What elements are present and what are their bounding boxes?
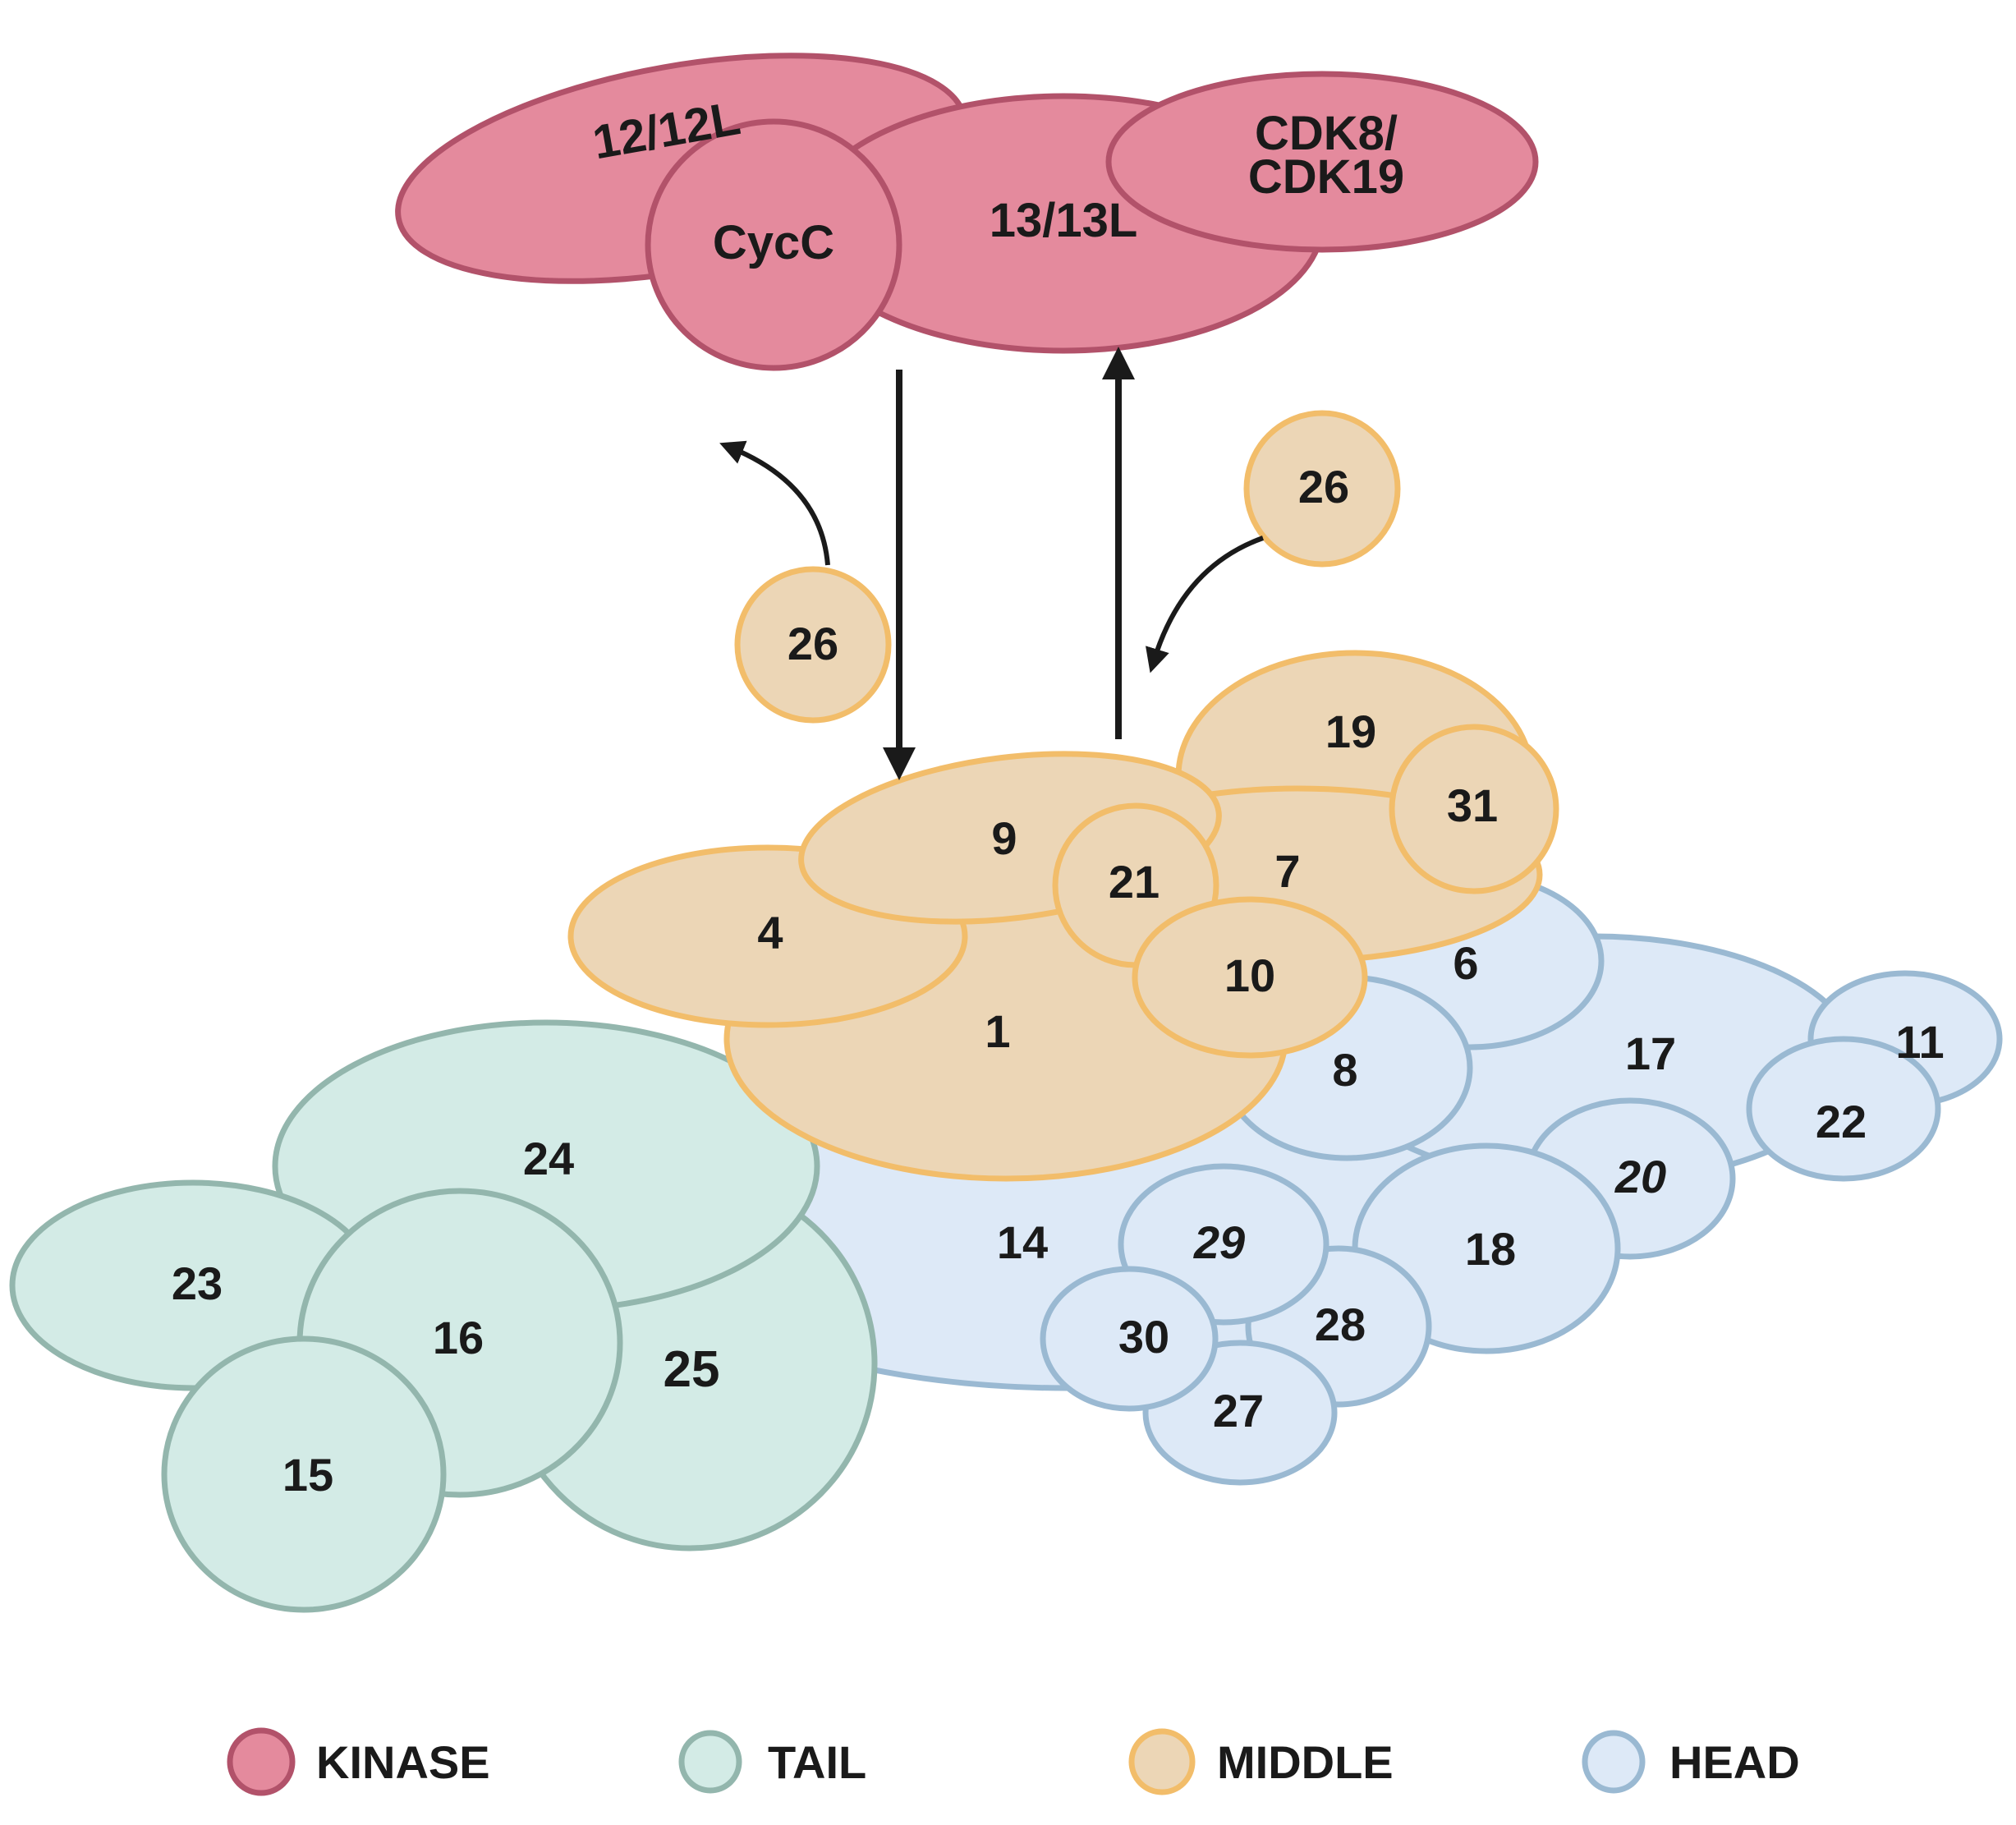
label-16: 16 xyxy=(433,1312,484,1363)
label-6: 6 xyxy=(1453,937,1478,989)
cyclin-c-shape xyxy=(645,118,902,371)
kinase-module xyxy=(395,53,1539,371)
label-31: 31 xyxy=(1447,779,1498,831)
label-28: 28 xyxy=(1315,1299,1366,1350)
label-29: 29 xyxy=(1193,1216,1245,1268)
legend-swatch-kinase xyxy=(227,1727,296,1796)
label-24: 24 xyxy=(523,1133,574,1184)
subunit-31-shape xyxy=(1389,724,1559,894)
label-14: 14 xyxy=(997,1216,1048,1268)
label-20: 20 xyxy=(1614,1151,1666,1202)
labels: 12/12L CycC 13/13L CDK8/ CDK19 26 26 19 … xyxy=(172,91,1945,1501)
med26-right-shape xyxy=(1243,410,1401,568)
label-27: 27 xyxy=(1213,1385,1264,1437)
label-13-13l: 13/13L xyxy=(990,194,1138,247)
legend-item-head: HEAD xyxy=(1582,1730,1800,1794)
label-med26-left: 26 xyxy=(788,618,838,669)
subunit-10-shape xyxy=(1132,896,1368,1059)
label-10: 10 xyxy=(1224,949,1275,1001)
arrows xyxy=(719,347,1265,780)
med26-left-shape xyxy=(734,566,892,724)
label-7: 7 xyxy=(1274,845,1300,897)
label-22: 22 xyxy=(1816,1096,1867,1147)
tail-module xyxy=(9,1019,878,1613)
cdk8-cdk19-shape xyxy=(1105,71,1539,253)
label-25: 25 xyxy=(664,1341,720,1398)
subunit-15-shape xyxy=(161,1335,447,1613)
label-17: 17 xyxy=(1625,1027,1676,1079)
legend-label-kinase: KINASE xyxy=(316,1736,490,1788)
legend-swatch-tail xyxy=(678,1730,742,1794)
legend-item-middle: MIDDLE xyxy=(1128,1728,1394,1795)
legend-item-kinase: KINASE xyxy=(227,1727,490,1796)
label-19: 19 xyxy=(1325,706,1376,757)
label-8: 8 xyxy=(1332,1044,1357,1096)
label-med26-right: 26 xyxy=(1298,461,1349,513)
legend-swatch-middle xyxy=(1128,1728,1196,1795)
med26-dissociation-arrow xyxy=(719,440,830,566)
label-9: 9 xyxy=(991,812,1017,864)
label-11: 11 xyxy=(1895,1016,1944,1068)
label-23: 23 xyxy=(172,1257,223,1309)
label-4: 4 xyxy=(757,907,783,958)
label-1: 1 xyxy=(985,1005,1010,1057)
label-15: 15 xyxy=(282,1449,333,1501)
subunit-30-shape xyxy=(1040,1266,1219,1412)
label-30: 30 xyxy=(1118,1311,1169,1363)
subunit-22-shape xyxy=(1746,1036,1941,1182)
label-cdk19: CDK19 xyxy=(1248,150,1404,204)
legend-swatch-head xyxy=(1582,1730,1646,1794)
legend-label-tail: TAIL xyxy=(768,1736,866,1788)
legend-label-middle: MIDDLE xyxy=(1217,1736,1394,1788)
legend-label-head: HEAD xyxy=(1669,1736,1800,1788)
label-18: 18 xyxy=(1465,1223,1516,1275)
legend-item-tail: TAIL xyxy=(678,1730,866,1794)
label-cdk8: CDK8/ xyxy=(1255,107,1398,160)
middle-module xyxy=(567,410,1559,1182)
legend: KINASE TAIL MIDDLE HEAD xyxy=(227,1727,1800,1796)
med26-association-arrow xyxy=(1146,536,1265,673)
label-21: 21 xyxy=(1109,856,1160,908)
label-cycc: CycC xyxy=(713,216,834,269)
